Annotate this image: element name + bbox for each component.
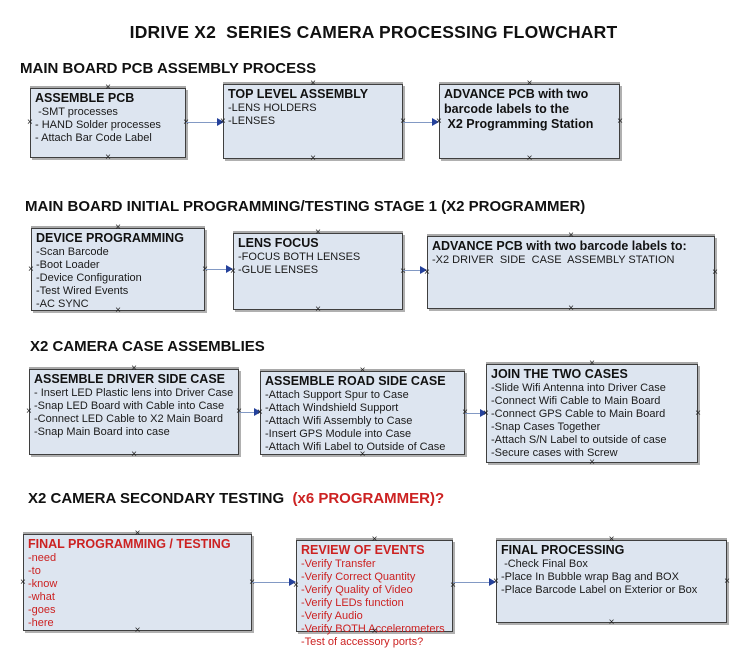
connection-point-icon: × <box>20 576 26 588</box>
box-items: -need -to -know -what -goes -here <box>28 552 58 629</box>
section-heading-initial-programming: MAIN BOARD INITIAL PROGRAMMING/TESTING S… <box>25 198 586 215</box>
flow-arrow <box>239 408 261 417</box>
flow-arrow <box>186 118 224 127</box>
flow-arrow <box>252 578 296 587</box>
box-lens-focus: LENS FOCUS -FOCUS BOTH LENSES -GLUE LENS… <box>230 228 406 315</box>
box-top-level-assembly: TOP LEVEL ASSEMBLY -LENS HOLDERS -LENSES… <box>220 79 406 164</box>
arrow-line <box>465 412 482 415</box>
section-heading-case-assemblies: X2 CAMERA CASE ASSEMBLIES <box>30 338 265 355</box>
box-title: ADVANCE PCB with two barcode labels to: <box>432 239 687 253</box>
box-advance-pcb-programming-station: ADVANCE PCB with two barcode labels to t… <box>436 79 623 164</box>
arrow-right-icon <box>432 118 439 126</box>
connection-point-icon: × <box>27 117 33 128</box>
box-items: -Slide Wifi Antenna into Driver Case -Co… <box>491 382 667 459</box>
box-join-the-two-cases: JOIN THE TWO CASES -Slide Wifi Antenna i… <box>483 359 701 468</box>
box-items: -Check Final Box -Place In Bubble wrap B… <box>501 558 698 596</box>
box-items: -Attach Support Spur to Case -Attach Win… <box>265 389 446 453</box>
connection-point-icon: × <box>712 266 718 278</box>
connection-point-icon: × <box>310 153 316 164</box>
box-final-processing: FINAL PROCESSING -Check Final Box -Place… <box>493 535 730 628</box>
box-items: -Verify Transfer -Verify Correct Quantit… <box>301 558 445 648</box>
connection-point-icon: × <box>724 575 730 587</box>
flow-arrow <box>465 409 487 418</box>
box-items: -LENS HOLDERS -LENSES <box>228 102 317 127</box>
arrow-right-icon <box>289 578 296 586</box>
box-title: DEVICE PROGRAMMING <box>36 231 184 245</box>
box-assemble-pcb: ASSEMBLE PCB -SMT processes - HAND Solde… <box>27 83 189 163</box>
arrow-right-icon <box>217 118 224 126</box>
box-title: JOIN THE TWO CASES <box>491 367 628 381</box>
connection-point-icon: × <box>105 152 111 163</box>
arrow-line <box>205 268 228 271</box>
arrow-right-icon <box>489 578 496 586</box>
connection-point-icon: × <box>695 407 701 419</box>
box-title: ASSEMBLE DRIVER SIDE CASE <box>34 372 226 386</box>
box-device-programming: DEVICE PROGRAMMING -Scan Barcode -Boot L… <box>28 223 208 316</box>
box-items: -Scan Barcode -Boot Loader -Device Confi… <box>36 246 142 310</box>
box-items: - Insert LED Plastic lens into Driver Ca… <box>34 387 234 438</box>
flow-arrow <box>403 266 427 275</box>
box-title: ASSEMBLE PCB <box>35 91 135 105</box>
flow-arrow <box>403 118 439 127</box>
box-title: TOP LEVEL ASSEMBLY <box>228 87 369 101</box>
box-title: ASSEMBLE ROAD SIDE CASE <box>265 374 446 388</box>
arrow-right-icon <box>480 409 487 417</box>
section-heading-pcb-assembly: MAIN BOARD PCB ASSEMBLY PROCESS <box>20 60 317 77</box>
section-heading-secondary-testing: X2 CAMERA SECONDARY TESTING (x6 PROGRAMM… <box>28 490 444 507</box>
flow-arrow <box>453 578 496 587</box>
arrow-right-icon <box>420 266 427 274</box>
arrow-line <box>252 581 291 584</box>
box-title: ADVANCE PCB with two barcode labels to t… <box>444 87 594 131</box>
connection-point-icon: × <box>589 457 595 468</box>
flow-arrow <box>205 265 233 274</box>
connection-point-icon: × <box>526 153 533 164</box>
connection-point-icon: × <box>617 115 623 127</box>
page-title: IDRIVE X2 SERIES CAMERA PROCESSING FLOWC… <box>129 22 618 42</box>
box-title: FINAL PROGRAMMING / TESTING <box>28 537 231 551</box>
box-title: FINAL PROCESSING <box>501 543 625 557</box>
connection-point-icon: × <box>131 449 137 460</box>
box-title: REVIEW OF EVENTS <box>301 543 425 557</box>
box-items: -X2 DRIVER SIDE CASE ASSEMBLY STATION <box>432 254 675 266</box>
connection-point-icon: × <box>608 617 615 628</box>
box-assemble-road-side-case: ASSEMBLE ROAD SIDE CASE -Attach Support … <box>257 366 468 460</box>
arrow-right-icon <box>226 265 233 273</box>
box-advance-pcb-driver-side: ADVANCE PCB with two barcode labels to: … <box>424 231 718 314</box>
section-heading-red-part: (x6 PROGRAMMER)? <box>292 490 445 507</box>
box-items: -FOCUS BOTH LENSES -GLUE LENSES <box>238 251 361 276</box>
box-final-programming-testing: FINAL PROGRAMMING / TESTING -need -to -k… <box>20 529 255 636</box>
arrow-line <box>239 411 256 414</box>
arrow-right-icon <box>254 408 261 416</box>
box-assemble-driver-side-case: ASSEMBLE DRIVER SIDE CASE - Insert LED P… <box>26 364 242 460</box>
connection-point-icon: × <box>315 304 321 315</box>
connection-point-icon: × <box>568 303 574 314</box>
box-title: LENS FOCUS <box>238 236 319 250</box>
section-heading-black-part: X2 CAMERA SECONDARY TESTING <box>28 490 293 507</box>
arrow-line <box>186 121 219 124</box>
connection-point-icon: × <box>26 406 32 417</box>
arrow-line <box>453 581 491 584</box>
connection-point-icon: × <box>28 263 34 275</box>
arrow-line <box>403 269 422 272</box>
arrow-line <box>403 121 434 124</box>
box-review-of-events: REVIEW OF EVENTS -Verify Transfer -Verif… <box>293 535 456 649</box>
box-items: -SMT processes - HAND Solder processes -… <box>35 106 161 144</box>
